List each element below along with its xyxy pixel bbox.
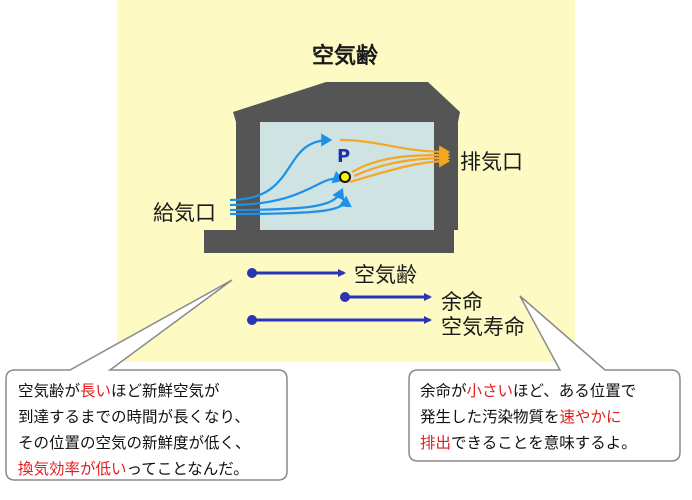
age-label: 空気齢 <box>354 263 417 287</box>
bubble-left-line-3: その位置の空気の新鮮度が低く、 <box>18 434 251 452</box>
speech-bubble-right-text: 余命が小さいほど、ある位置で 発生した汚染物質を速やかに 排出できることを意味す… <box>420 378 637 456</box>
diagram-title: 空気齢 <box>311 44 378 69</box>
lifetime-label: 空気寿命 <box>441 315 525 339</box>
inflow-stream-2 <box>229 170 345 207</box>
house-wall-left <box>236 112 260 230</box>
point-p-label: P <box>337 146 351 167</box>
bubble-left-line-2: 到達するまでの時間が長くなり、 <box>18 408 250 426</box>
speech-bubble-right <box>408 295 681 462</box>
bubble-right-text: できることを意味するよ。 <box>451 434 637 452</box>
outflow-stream-3 <box>353 151 451 178</box>
bubble-right-text: 余命が <box>420 382 467 400</box>
bubble-right-text: ほど、ある位置で <box>513 382 637 400</box>
bubble-left-text: ってことなんだ。 <box>126 460 249 478</box>
outflow-arrows <box>339 138 451 184</box>
lifetime-arrow-start <box>247 315 257 325</box>
inflow-arrows <box>229 133 352 216</box>
bubble-left-emphasis: 長い <box>80 382 112 400</box>
bubble-right-emphasis: 小さい <box>466 382 514 400</box>
house-wall-right <box>434 112 458 230</box>
bubble-right-emphasis: 速やかに <box>559 408 622 426</box>
house-floor <box>204 230 454 253</box>
exhaust-label: 排気口 <box>460 150 523 174</box>
timeline-arrows <box>247 268 432 325</box>
outflow-stream-4 <box>349 154 451 184</box>
bubble-left-line-1: 空気齢が長いほど新鮮空気が <box>18 378 251 404</box>
bubble-right-line-2: 発生した汚染物質を速やかに <box>420 404 637 430</box>
outflow-stream-1 <box>339 138 451 159</box>
remaining-arrow-start <box>340 292 350 302</box>
house <box>204 82 460 253</box>
speech-bubble-left-text: 空気齢が長いほど新鮮空気が 到達するまでの時間が長くなり、 その位置の空気の新鮮… <box>18 378 251 482</box>
inflow-stream-1 <box>229 133 333 202</box>
bubble-right-emphasis: 排出 <box>420 434 452 452</box>
bubble-right-line-3: 排出できることを意味するよ。 <box>420 430 637 456</box>
bubble-right-text: 発生した汚染物質を <box>420 408 560 426</box>
bubble-left-text: 空気齢が <box>18 382 81 400</box>
inlet-label: 給気口 <box>153 201 216 225</box>
inflow-stream-3 <box>229 188 345 212</box>
remaining-label: 余命 <box>441 290 483 314</box>
bubble-left-emphasis: 換気効率が低い <box>18 460 127 478</box>
bubble-right-line-1: 余命が小さいほど、ある位置で <box>420 378 637 404</box>
speech-bubble-left <box>5 279 288 481</box>
point-p-marker <box>339 171 351 183</box>
house-roof <box>233 82 460 122</box>
age-arrow-start <box>247 268 257 278</box>
bubble-left-text: ほど新鮮空気が <box>111 382 220 400</box>
bubble-left-line-4: 換気効率が低いってことなんだ。 <box>18 456 251 482</box>
inflow-stream-4 <box>229 195 352 216</box>
outflow-stream-2 <box>351 148 451 173</box>
